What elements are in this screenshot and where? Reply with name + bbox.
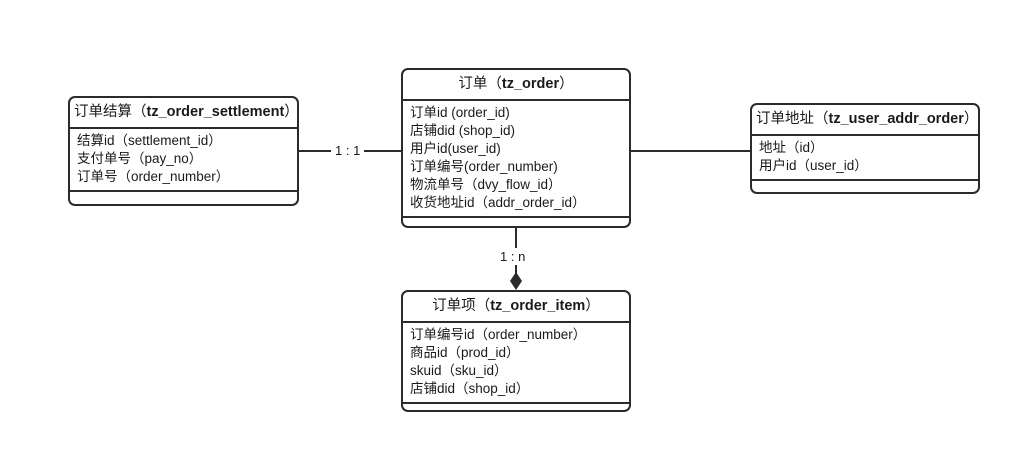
entity-title-order-settlement: 订单结算（tz_order_settlement） xyxy=(70,98,299,130)
attribute-row: 用户id（user_id） xyxy=(759,158,868,174)
attribute-row: 订单号（order_number） xyxy=(77,169,230,185)
attribute-row: 用户id(user_id) xyxy=(410,141,501,157)
entity-attributes-order-item: 订单编号id（order_number） 商品id（prod_id） skuid… xyxy=(403,323,629,405)
cardinality-order-item: 1 : n xyxy=(496,248,530,265)
paren-close: ） xyxy=(284,104,299,120)
entity-table-name: tz_user_addr_order xyxy=(828,111,964,127)
entity-table-name: tz_order_settlement xyxy=(146,104,285,120)
attribute-row: 店铺did (shop_id) xyxy=(410,123,516,139)
connector-order-addr xyxy=(630,150,750,152)
paren-close: ） xyxy=(585,298,600,314)
entity-title-order: 订单（tz_order） xyxy=(403,70,629,102)
entity-table-name: tz_order_item xyxy=(490,298,586,314)
entity-footer-order-item xyxy=(403,404,629,426)
attribute-row: 店铺did（shop_id） xyxy=(410,381,530,397)
entity-attributes-user-addr-order: 地址（id） 用户id（user_id） xyxy=(752,136,978,182)
attribute-row: 收货地址id（addr_order_id） xyxy=(410,195,586,211)
attribute-row: 订单编号id（order_number） xyxy=(410,327,587,343)
entity-user-addr-order[interactable]: 订单地址（tz_user_addr_order） 地址（id） 用户id（use… xyxy=(750,103,980,194)
entity-footer-order-settlement xyxy=(70,192,297,214)
entity-table-name: tz_order xyxy=(501,76,560,92)
entity-footer-user-addr-order xyxy=(752,181,978,203)
paren-open: （ xyxy=(475,298,491,314)
paren-close: ） xyxy=(963,111,979,127)
entity-footer-order xyxy=(403,218,629,240)
entity-name-cn: 订单结算 xyxy=(74,104,132,120)
paren-open: （ xyxy=(487,76,502,92)
entity-title-order-item: 订单项（tz_order_item） xyxy=(403,292,629,324)
paren-open: （ xyxy=(814,111,829,127)
attribute-row: 地址（id） xyxy=(759,140,824,156)
cardinality-settlement-order: 1 : 1 xyxy=(331,142,365,159)
entity-attributes-order-settlement: 结算id（settlement_id） 支付单号（pay_no） 订单号（ord… xyxy=(70,129,297,193)
attribute-row: 结算id（settlement_id） xyxy=(77,133,222,149)
attribute-row: 订单编号(order_number) xyxy=(410,159,558,175)
entity-name-cn: 订单地址 xyxy=(756,111,814,127)
attribute-row: skuid（sku_id） xyxy=(410,363,508,379)
entity-attributes-order: 订单id (order_id) 店铺did (shop_id) 用户id(use… xyxy=(403,101,629,219)
entity-name-cn: 订单 xyxy=(458,76,488,92)
attribute-row: 商品id（prod_id） xyxy=(410,345,520,361)
attribute-row: 订单id (order_id) xyxy=(410,105,510,121)
paren-close: ） xyxy=(559,76,574,92)
paren-open: （ xyxy=(132,104,147,120)
entity-order[interactable]: 订单（tz_order） 订单id (order_id) 店铺did (shop… xyxy=(401,68,631,228)
entity-order-settlement[interactable]: 订单结算（tz_order_settlement） 结算id（settlemen… xyxy=(68,96,299,206)
attribute-row: 支付单号（pay_no） xyxy=(77,151,203,167)
entity-name-cn: 订单项 xyxy=(432,298,476,314)
entity-title-user-addr-order: 订单地址（tz_user_addr_order） xyxy=(752,105,979,137)
attribute-row: 物流单号（dvy_flow_id） xyxy=(410,177,562,193)
entity-order-item[interactable]: 订单项（tz_order_item） 订单编号id（order_number） … xyxy=(401,290,631,412)
